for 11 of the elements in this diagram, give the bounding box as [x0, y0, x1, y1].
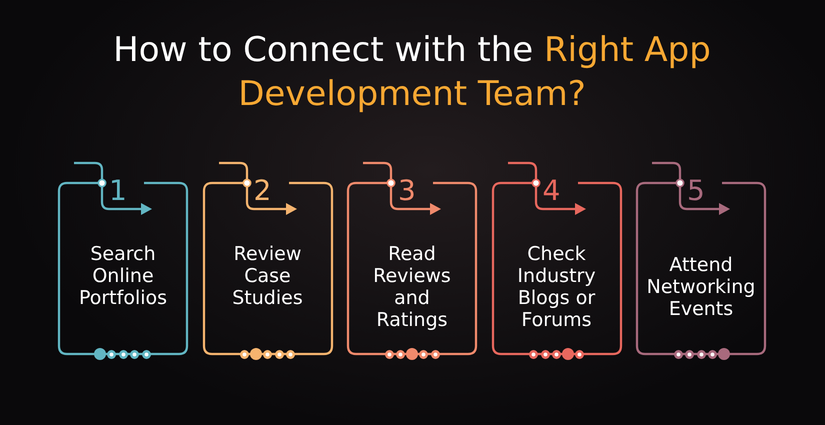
step-label: Search Online Portfolios — [78, 243, 168, 309]
step-number: 2 — [254, 176, 272, 206]
step-number: 4 — [542, 176, 560, 206]
step-label: Read Reviews and Ratings — [372, 243, 452, 331]
step-number: 3 — [398, 176, 416, 206]
title: How to Connect with the Right App Development Team? — [112, 29, 712, 116]
step-number: 1 — [109, 176, 127, 206]
step-label: Attend Networking Events — [646, 254, 756, 320]
step-label: Check Industry Blogs or Forums — [516, 243, 597, 331]
step-label: Review Case Studies — [231, 243, 304, 309]
step-number: 5 — [687, 176, 705, 206]
